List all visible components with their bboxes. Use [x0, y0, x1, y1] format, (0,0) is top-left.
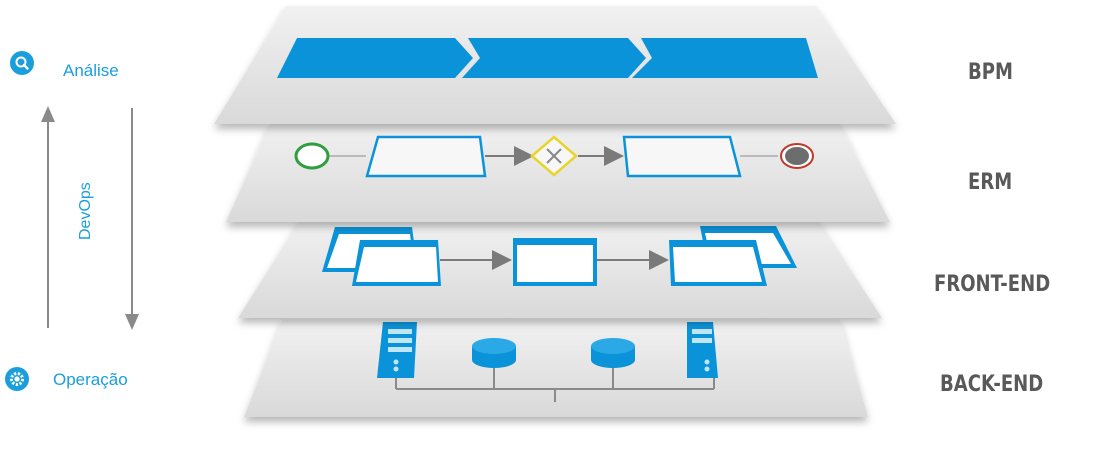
window-icon — [669, 226, 797, 286]
window-icon — [322, 227, 441, 286]
database-icon — [591, 338, 635, 368]
search-icon — [10, 51, 34, 75]
layer-label-back-end: BACK-END — [940, 372, 1044, 397]
layer-label-front-end: FRONT-END — [934, 272, 1051, 297]
task-box — [622, 135, 742, 178]
backend-layer — [244, 320, 868, 417]
operacao-label: Operação — [53, 370, 128, 389]
chevron-step — [632, 38, 818, 78]
chevron-step — [462, 38, 646, 78]
gear-icon — [5, 367, 29, 391]
window-icon — [513, 238, 597, 286]
analise-label: Análise — [63, 61, 119, 80]
gateway-icon — [530, 135, 578, 177]
task-box — [365, 135, 487, 178]
arrow-down-icon — [125, 314, 139, 330]
end-event-icon — [780, 143, 814, 169]
bpm-layer — [214, 6, 896, 124]
network-lines — [395, 366, 715, 402]
start-event-icon — [294, 142, 330, 170]
server-icon — [377, 322, 417, 378]
arrow-up-icon — [41, 106, 55, 122]
chevron-step — [277, 38, 473, 78]
devops-arrows — [41, 106, 139, 330]
database-icon — [472, 338, 516, 368]
frontend-layer — [238, 220, 882, 318]
layer-label-bpm: BPM — [968, 60, 1013, 85]
erm-layer — [226, 124, 890, 222]
layer-label-erm: ERM — [968, 170, 1013, 195]
server-icon — [687, 322, 718, 378]
